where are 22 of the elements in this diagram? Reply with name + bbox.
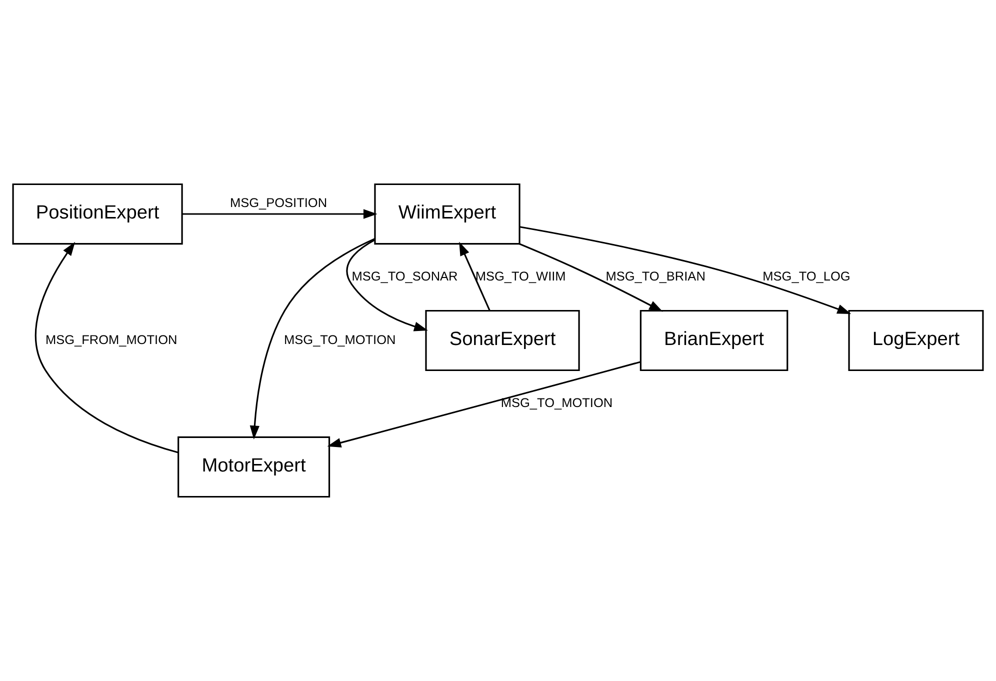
- arrow: [519, 243, 663, 312]
- node-box: LogExpert: [848, 310, 984, 372]
- node-box: SonarExpert: [425, 310, 580, 372]
- edge-label: MSG_TO_BRIAN: [606, 268, 706, 284]
- arrow: [346, 239, 428, 332]
- node-box: WiimExpert: [374, 183, 520, 245]
- arrow: [35, 242, 178, 454]
- edge-label: MSG_TO_MOTION: [284, 332, 396, 347]
- edge-label: MSG_TO_SONAR: [352, 268, 458, 284]
- arrow: [327, 361, 641, 448]
- edge-label: MSG_FROM_MOTION: [45, 332, 178, 347]
- node-box: PositionExpert: [12, 183, 183, 245]
- arrow: [182, 209, 378, 219]
- edge-label: MSG_TO_LOG: [762, 268, 850, 284]
- arrow: [250, 238, 375, 440]
- edge-label: MSG_POSITION: [230, 195, 328, 210]
- edge-label: MSG_TO_WIIM: [475, 268, 566, 284]
- arrow: [520, 226, 852, 314]
- edge-label: MSG_TO_MOTION: [500, 395, 613, 410]
- node-box: MotorExpert: [178, 436, 330, 498]
- arrow: [459, 242, 490, 311]
- node-box: BrianExpert: [640, 310, 788, 372]
